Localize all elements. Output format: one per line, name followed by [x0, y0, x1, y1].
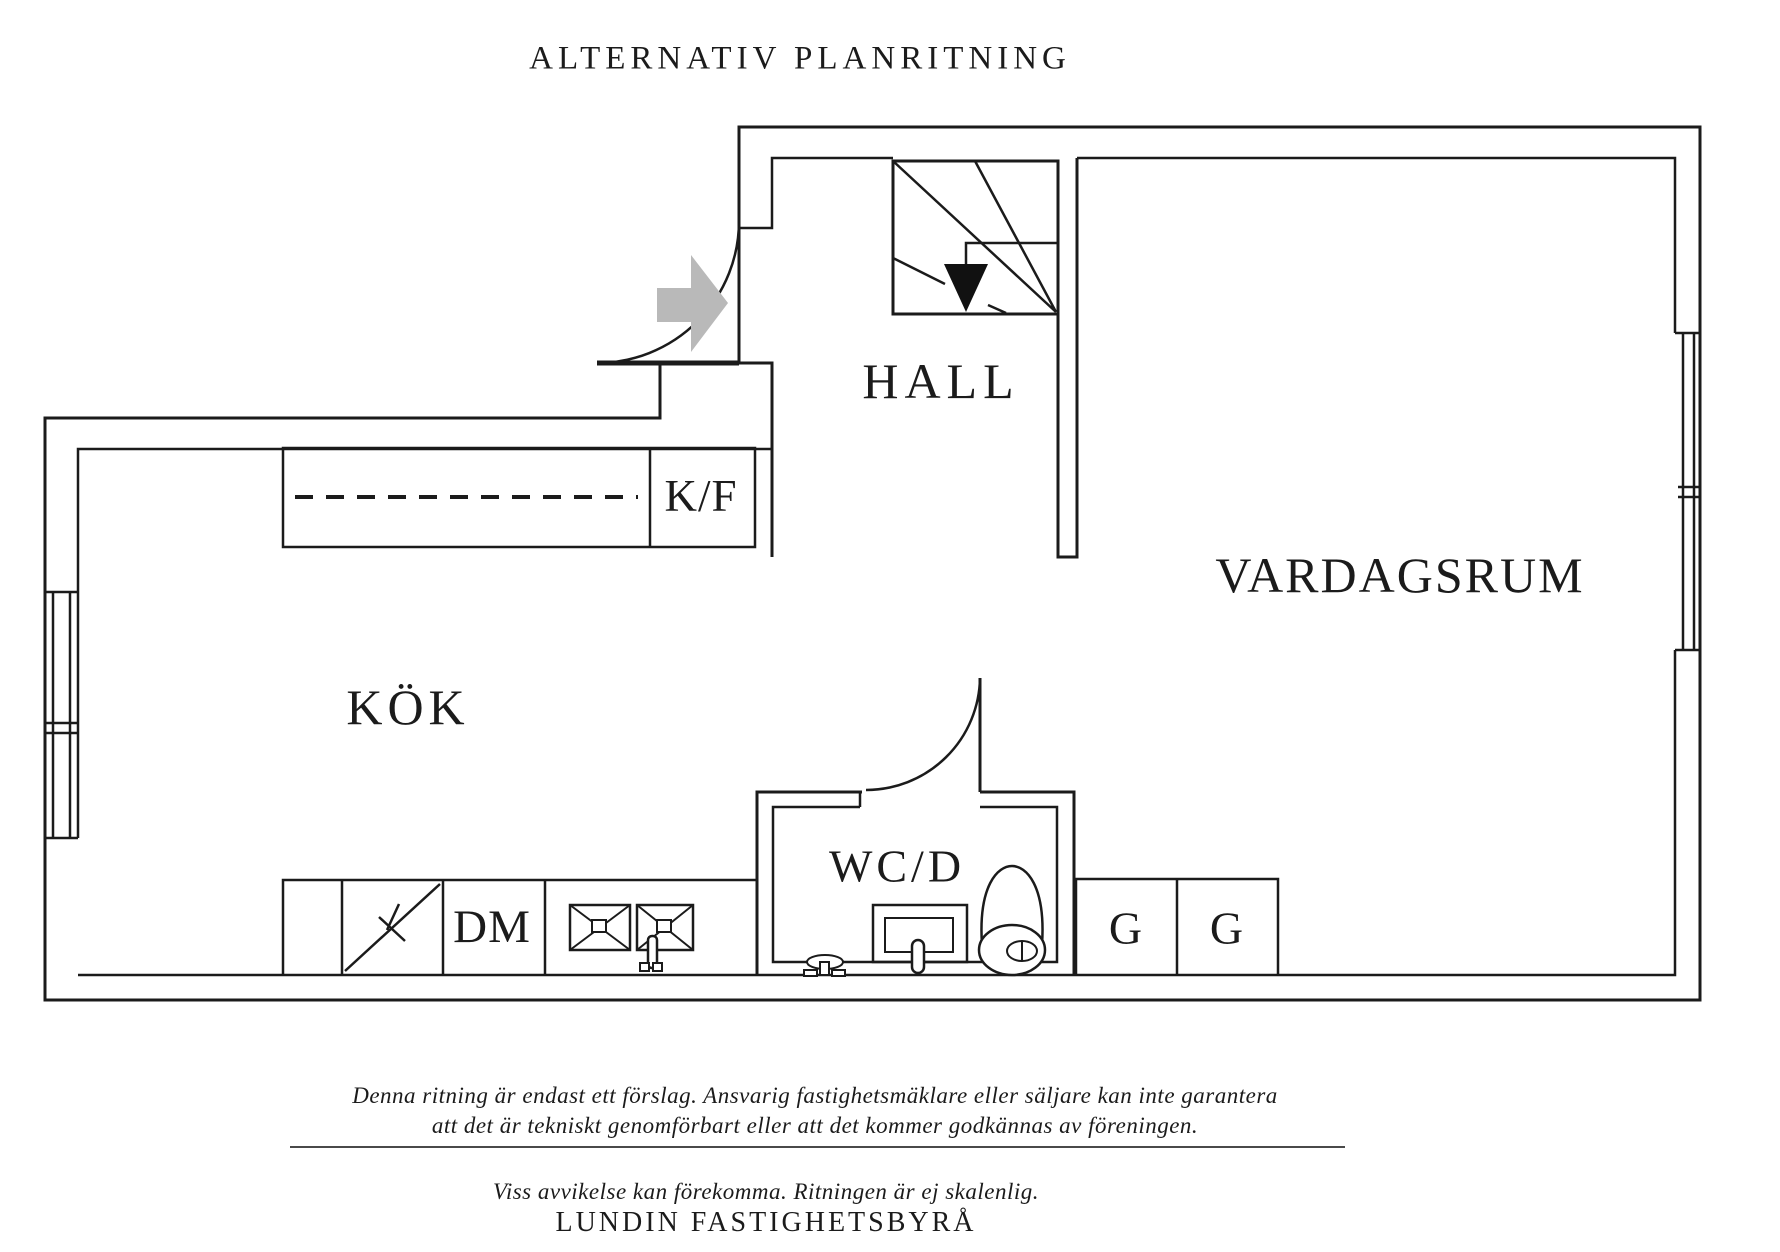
disclaimer-line-2: att det är tekniskt genomförbart eller a… [431, 1113, 1199, 1138]
fixture-label-dishwasher: DM [453, 901, 531, 953]
stove-icon [344, 883, 441, 972]
window-left-icon [46, 592, 77, 838]
room-label-kok: KÖK [346, 679, 470, 735]
kitchen-counter-top [281, 446, 757, 549]
room-label-wcd: WC/D [828, 840, 966, 892]
sink-icon [568, 903, 695, 972]
page-title: ALTERNATIV PLANRITNING [529, 40, 1071, 77]
inner-walls [45, 156, 1700, 977]
fixture-label-wardrobe-2: G [1209, 902, 1245, 954]
scale-note: Viss avvikelse kan förekomma. Ritningen … [492, 1179, 1040, 1204]
entry-direction-arrow-icon [657, 255, 728, 352]
room-label-vardagsrum: VARDAGSRUM [1215, 547, 1585, 603]
fixture-label-fridge-freezer: K/F [664, 471, 738, 521]
kitchen-counter-bottom [281, 878, 757, 975]
toilet-icon [977, 864, 1047, 977]
wc-door-icon [865, 677, 982, 792]
stairs-direction-arrow-icon [944, 241, 1058, 312]
room-label-hall: HALL [862, 353, 1020, 409]
washbasin-icon [871, 903, 969, 975]
wardrobe-boxes [1074, 877, 1280, 975]
footer-divider [290, 1146, 1345, 1148]
stairs-icon [891, 159, 1060, 316]
interior-walls [739, 158, 1079, 559]
company-name: LUNDIN FASTIGHETSBYRÅ [555, 1207, 977, 1238]
window-right-icon [1678, 333, 1699, 650]
floor-drain-icon [803, 954, 846, 977]
outer-walls [43, 125, 1702, 1002]
fixture-label-wardrobe-1: G [1108, 902, 1144, 954]
disclaimer-line-1: Denna ritning är endast ett förslag. Ans… [352, 1083, 1278, 1108]
